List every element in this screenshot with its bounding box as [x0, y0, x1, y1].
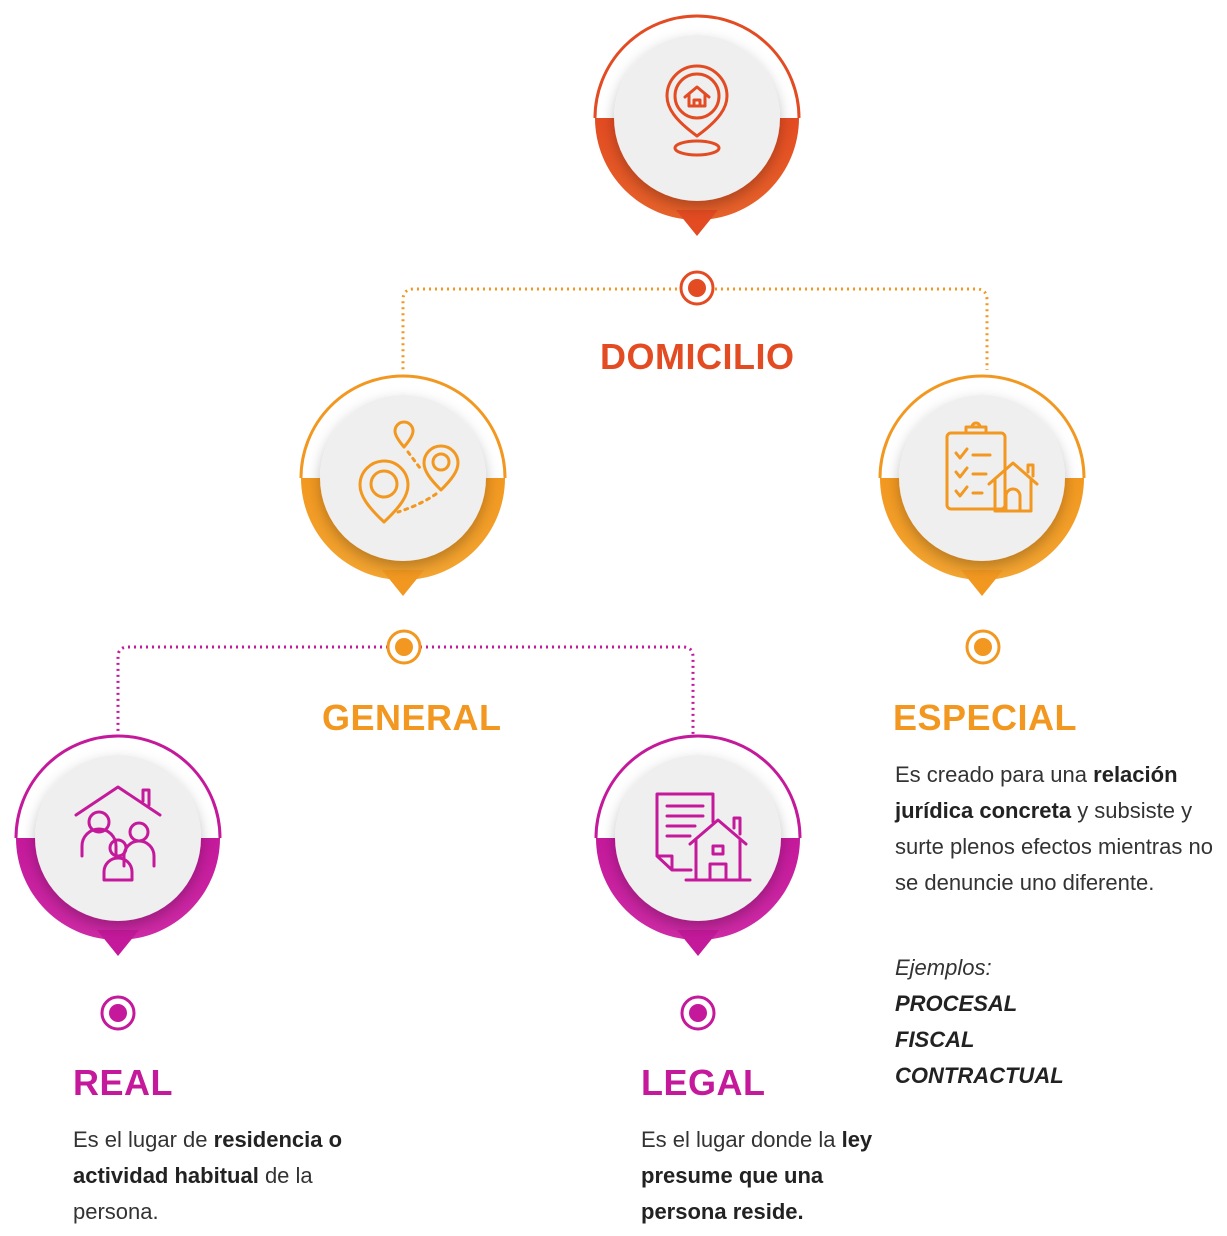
hub-general-dot: [395, 638, 413, 656]
node-circle: [899, 395, 1065, 561]
document-house-icon: [655, 792, 752, 882]
node-real: [14, 734, 222, 956]
example-item: PROCESAL: [895, 991, 1018, 1016]
node-ring: [594, 734, 802, 839]
description-bold: residencia o actividad habitual: [73, 1127, 343, 1188]
description-text: y subsiste y surte plenos efectos mientr…: [895, 798, 1213, 895]
description-real: Es el lugar de residencia o actividad ha…: [73, 1122, 373, 1230]
home-location-pin-icon: [665, 64, 729, 157]
hub-legal-dot: [689, 1004, 707, 1022]
description-legal: Es el lugar donde la ley presume que una…: [641, 1122, 881, 1230]
node-ring: [593, 14, 801, 119]
node-pointer: [676, 210, 718, 236]
description-text: Es creado para una: [895, 762, 1094, 787]
node-circle: [320, 395, 486, 561]
description-bold: ley presume que una persona reside.: [641, 1127, 873, 1224]
description-text: Es el lugar donde la: [641, 1127, 842, 1152]
family-house-icon: [74, 785, 162, 882]
node-ring: [299, 374, 507, 479]
node-ring: [14, 734, 222, 839]
title-real: REAL: [73, 1062, 173, 1103]
description-text: de la persona.: [73, 1163, 313, 1224]
node-pointer: [677, 930, 719, 956]
description-bold: relación jurídica concreta: [895, 762, 1178, 823]
node-especial: [878, 374, 1086, 596]
node-pointer: [961, 570, 1003, 596]
description-text: Es el lugar de: [73, 1127, 214, 1152]
examples-label: Ejemplos:: [895, 955, 992, 980]
hub-especial-dot: [974, 638, 992, 656]
node-pointer: [97, 930, 139, 956]
route-pins-icon: [358, 420, 460, 524]
checklist-house-icon: [945, 421, 1039, 513]
node-legal: [594, 734, 802, 956]
description-especial: Es creado para una relación jurídica con…: [895, 757, 1221, 901]
connector-general-real: [116, 645, 388, 735]
examples-especial: Ejemplos: PROCESAL FISCAL CONTRACTUAL: [895, 950, 1221, 1094]
title-legal: LEGAL: [641, 1062, 766, 1103]
hub-real-dot: [109, 1004, 127, 1022]
title-domicilio: DOMICILIO: [600, 336, 795, 377]
title-general: GENERAL: [322, 697, 502, 738]
example-item: CONTRACTUAL: [895, 1063, 1064, 1088]
node-general: [299, 374, 507, 596]
node-pointer: [382, 570, 424, 596]
node-ring: [878, 374, 1086, 479]
node-domicilio: [593, 14, 801, 236]
example-item: FISCAL: [895, 1027, 975, 1052]
connector-general-legal: [420, 645, 695, 735]
node-circle: [35, 755, 201, 921]
hub-domicilio-dot: [688, 279, 706, 297]
title-especial: ESPECIAL: [893, 697, 1078, 738]
connector-domicilio-general: [401, 287, 683, 370]
